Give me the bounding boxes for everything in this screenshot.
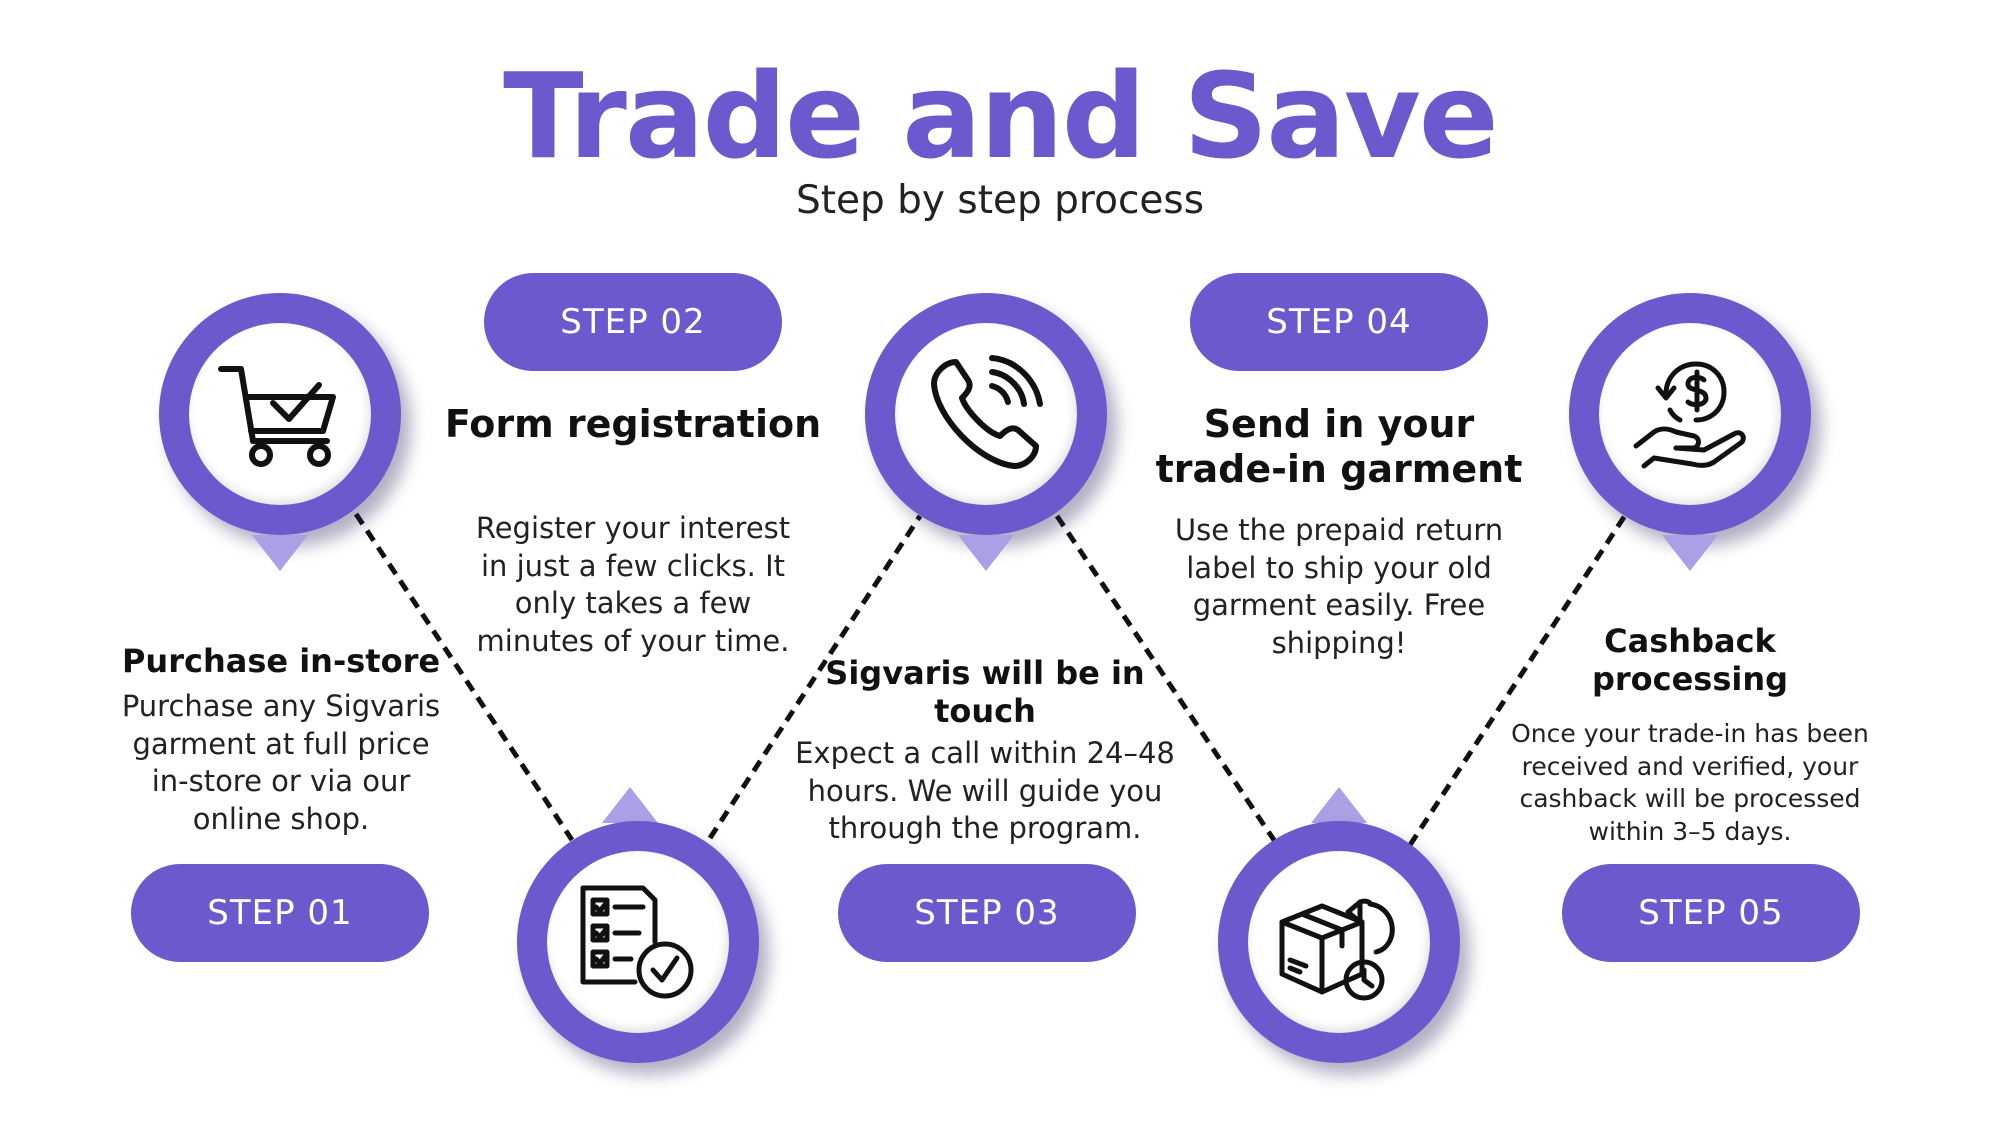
- step-01-title: Purchase in-store: [121, 642, 441, 680]
- step-02-description: Register your interest in just a few cli…: [475, 511, 791, 659]
- step-04-pill: STEP 04: [1190, 273, 1488, 371]
- step-03-pointer: [958, 535, 1014, 571]
- step-02-title: Form registration: [444, 402, 822, 446]
- step-02-pill: STEP 02: [484, 273, 782, 371]
- step-05-pill: STEP 05: [1562, 864, 1860, 962]
- step-04-description: Use the prepaid return label to ship you…: [1174, 513, 1504, 661]
- step-04-pointer: [1311, 787, 1367, 823]
- step-03-title: Sigvaris will be in touch: [825, 654, 1145, 730]
- step-02-badge: [517, 821, 759, 1063]
- shopping-cart-check-icon: [189, 323, 371, 505]
- step-05-pointer: [1662, 535, 1718, 571]
- step-01-badge: [159, 293, 401, 535]
- step-05-title: Cashback processing: [1591, 622, 1789, 698]
- step-05-description: Once your trade-in has been received and…: [1511, 719, 1869, 846]
- step-01-pointer: [252, 535, 308, 571]
- connector-2-3: [707, 514, 923, 840]
- step-03-description: Expect a call within 24–48 hours. We wil…: [795, 736, 1175, 846]
- phone-call-icon: [895, 323, 1077, 505]
- step-05-badge: [1569, 293, 1811, 535]
- connector-4-5: [1407, 512, 1629, 847]
- connector-1-2: [353, 512, 575, 842]
- connector-3-4: [1054, 514, 1281, 848]
- step-04-badge: [1218, 821, 1460, 1063]
- return-package-icon: [1248, 851, 1430, 1033]
- step-03-badge: [865, 293, 1107, 535]
- step-03-pill: STEP 03: [838, 864, 1136, 962]
- cashback-hand-icon: [1599, 323, 1781, 505]
- page-title: Trade and Save: [503, 47, 1499, 185]
- page-subtitle: Step by step process: [795, 178, 1205, 223]
- step-02-pointer: [602, 787, 658, 823]
- step-04-title: Send in your trade-in garment: [1155, 402, 1523, 491]
- step-01-description: Purchase any Sigvaris garment at full pr…: [121, 689, 441, 837]
- step-01-pill: STEP 01: [131, 864, 429, 962]
- checklist-form-icon: [547, 851, 729, 1033]
